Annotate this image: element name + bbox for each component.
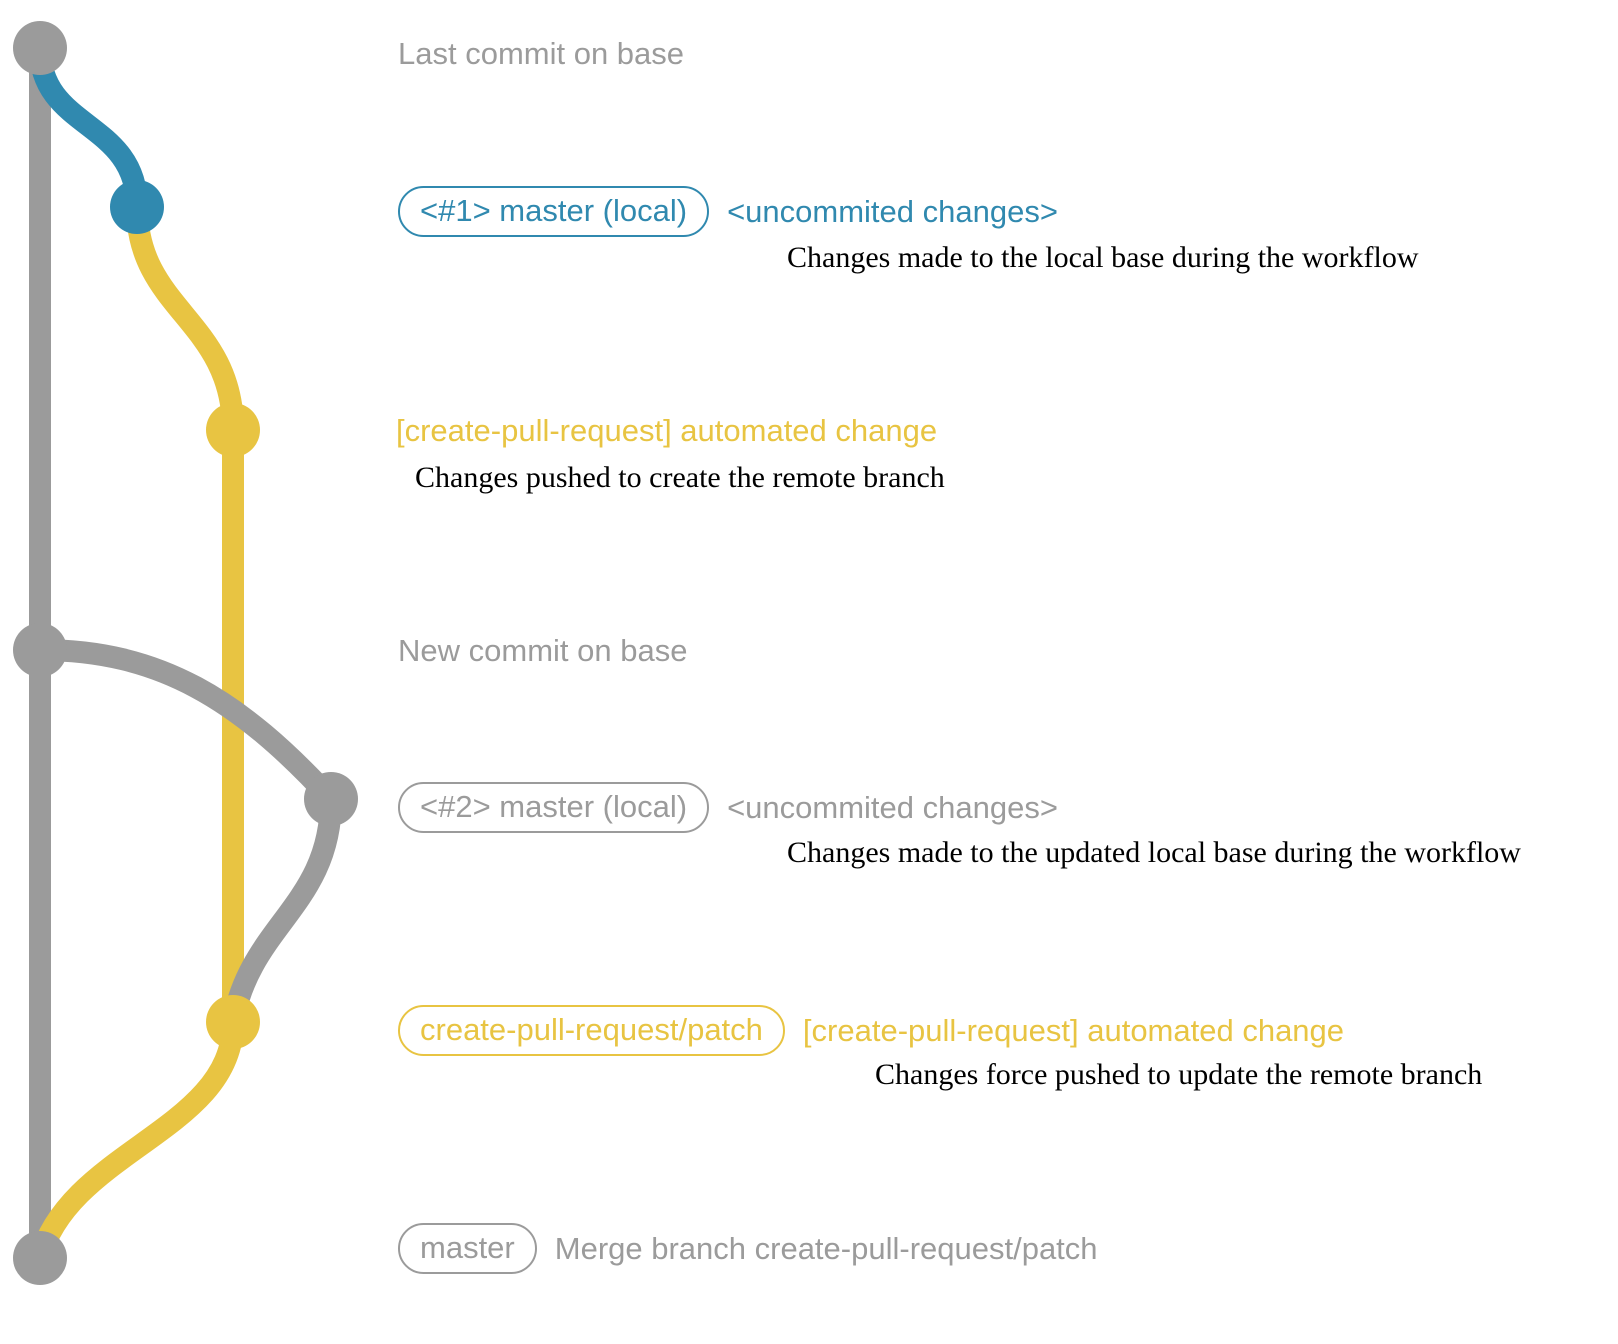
branch-label-master-local-2[interactable]: <#2> master (local) [398,782,710,833]
commit-row-automated-change-2: create-pull-request/patch [create-pull-r… [398,1005,1344,1056]
commit-note-automated-change-2: Changes force pushed to update the remot… [875,1058,1483,1091]
commit-row-merge-commit: master Merge branch create-pull-request/… [398,1223,1098,1274]
edge-base1-to-local1 [29,37,148,218]
edge-auto2-to-merge [29,1011,244,1269]
commit-subject-last-commit-on-base: Last commit on base [398,36,685,71]
commit-node-auto-1[interactable] [206,403,260,457]
commit-row-automated-change-1: [create-pull-request] automated change [396,415,937,446]
commit-subject-merge-commit: Merge branch create-pull-request/patch [554,1231,1098,1266]
commit-note-master-local-2: Changes made to the updated local base d… [787,836,1521,869]
commit-note-automated-change-1: Changes pushed to create the remote bran… [415,461,945,494]
commit-subject-master-local-1: <uncommited changes> [727,194,1058,229]
commit-note-master-local-1: Changes made to the local base during th… [787,241,1419,274]
commit-node-local-1[interactable] [110,180,164,234]
commit-node-base-2[interactable] [13,623,67,677]
edge-local2-to-auto2 [222,788,342,1033]
commit-node-auto-2[interactable] [206,995,260,1049]
commit-subject-new-commit-on-base: New commit on base [398,633,688,668]
commit-row-master-local-2: <#2> master (local) <uncommited changes> [398,782,1058,833]
edge-base2-to-local2 [29,639,342,810]
commit-node-base-1[interactable] [13,21,67,75]
commit-subject-automated-change-1: [create-pull-request] automated change [396,413,938,448]
edge-local1-to-auto1 [126,196,244,441]
branch-label-master-local-1[interactable]: <#1> master (local) [398,186,710,237]
branch-label-create-pull-request-patch[interactable]: create-pull-request/patch [398,1005,785,1056]
commit-subject-automated-change-2: [create-pull-request] automated change [802,1013,1345,1048]
commit-node-local-2[interactable] [304,772,358,826]
branch-label-master[interactable]: master [398,1223,537,1274]
commit-subject-master-local-2: <uncommited changes> [727,790,1058,825]
commit-row-master-local-1: <#1> master (local) <uncommited changes> [398,186,1058,237]
commit-node-merge[interactable] [13,1231,67,1285]
